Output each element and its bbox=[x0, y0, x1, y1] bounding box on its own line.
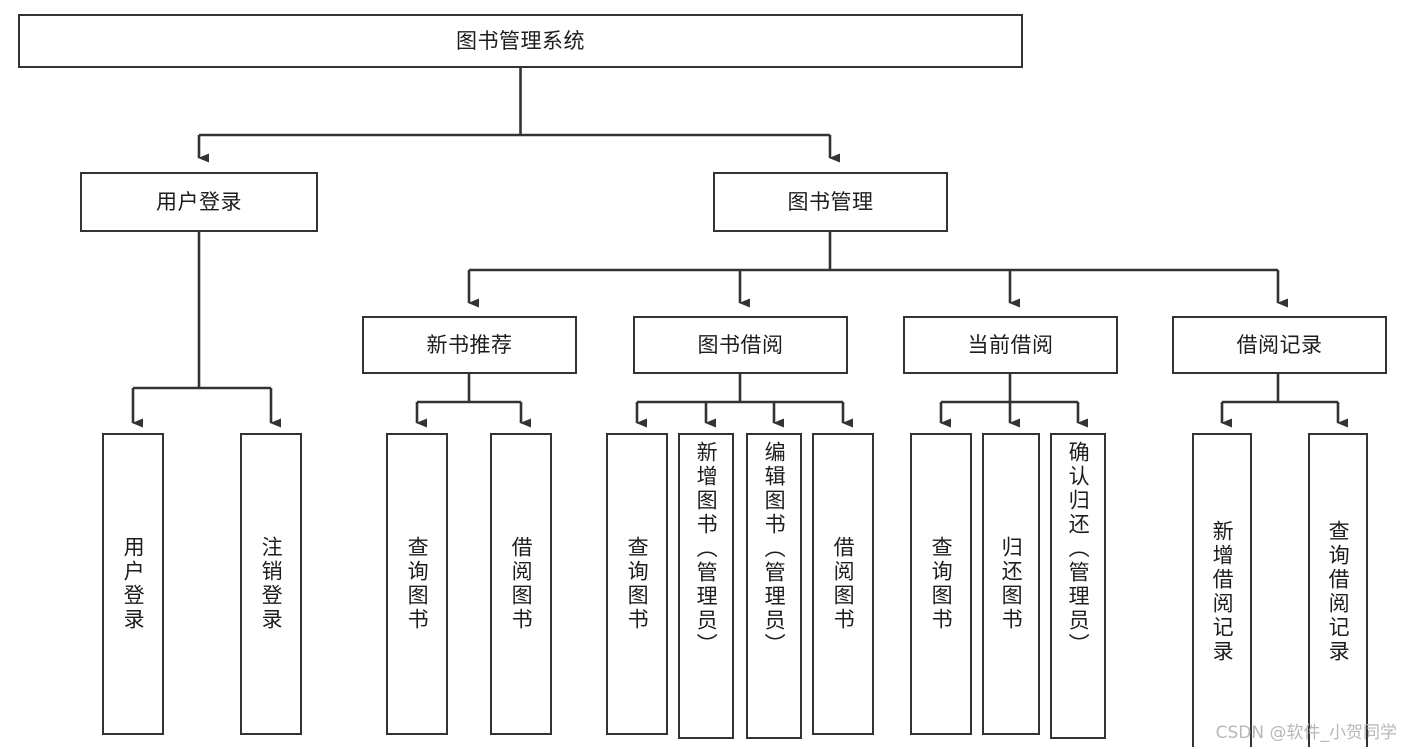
csdn-watermark: CSDN @软件_小贺同学 bbox=[1215, 723, 1397, 743]
node-root-label: 图书管理系统 bbox=[456, 28, 585, 53]
node-root[interactable]: 图书管理系统 bbox=[18, 14, 1023, 68]
leaf-recommend-query-book[interactable]: 查询图书 bbox=[386, 433, 448, 735]
leaf-recommend-query-book-label: 查询图书 bbox=[405, 536, 430, 632]
node-borrow-record[interactable]: 借阅记录 bbox=[1172, 316, 1387, 374]
leaf-current-confirm-return-label: 确认归还（管理员） bbox=[1066, 441, 1091, 657]
leaf-borrow-borrow-book-label: 借阅图书 bbox=[831, 536, 856, 632]
leaf-current-query-book-label: 查询图书 bbox=[929, 536, 954, 632]
node-book-borrow[interactable]: 图书借阅 bbox=[633, 316, 848, 374]
leaf-user-login-logout-label: 注销登录 bbox=[259, 536, 284, 632]
node-book-management[interactable]: 图书管理 bbox=[713, 172, 948, 232]
leaf-borrow-add-book-label: 新增图书（管理员） bbox=[694, 441, 719, 657]
leaf-borrow-add-book[interactable]: 新增图书（管理员） bbox=[678, 433, 734, 739]
leaf-record-add-record[interactable]: 新增借阅记录 bbox=[1192, 433, 1252, 747]
leaf-borrow-query-book[interactable]: 查询图书 bbox=[606, 433, 668, 735]
node-user-login[interactable]: 用户登录 bbox=[80, 172, 318, 232]
leaf-current-confirm-return[interactable]: 确认归还（管理员） bbox=[1050, 433, 1106, 739]
node-current-borrow-label: 当前借阅 bbox=[967, 332, 1054, 357]
leaf-record-query-record[interactable]: 查询借阅记录 bbox=[1308, 433, 1368, 747]
leaf-borrow-query-book-label: 查询图书 bbox=[625, 536, 650, 632]
leaf-record-query-record-label: 查询借阅记录 bbox=[1326, 520, 1351, 664]
leaf-borrow-edit-book-label: 编辑图书（管理员） bbox=[762, 441, 787, 657]
leaf-recommend-borrow-book[interactable]: 借阅图书 bbox=[490, 433, 552, 735]
node-book-borrow-label: 图书借阅 bbox=[697, 332, 784, 357]
leaf-current-return-book-label: 归还图书 bbox=[999, 536, 1024, 632]
leaf-current-query-book[interactable]: 查询图书 bbox=[910, 433, 972, 735]
leaf-user-login-login[interactable]: 用户登录 bbox=[102, 433, 164, 735]
leaf-record-add-record-label: 新增借阅记录 bbox=[1210, 520, 1235, 664]
leaf-recommend-borrow-book-label: 借阅图书 bbox=[509, 536, 534, 632]
node-book-management-label: 图书管理 bbox=[787, 189, 874, 214]
node-current-borrow[interactable]: 当前借阅 bbox=[903, 316, 1118, 374]
leaf-current-return-book[interactable]: 归还图书 bbox=[982, 433, 1040, 735]
node-new-book-recommend-label: 新书推荐 bbox=[426, 332, 513, 357]
node-new-book-recommend[interactable]: 新书推荐 bbox=[362, 316, 577, 374]
node-borrow-record-label: 借阅记录 bbox=[1236, 332, 1323, 357]
leaf-borrow-borrow-book[interactable]: 借阅图书 bbox=[812, 433, 874, 735]
leaf-borrow-edit-book[interactable]: 编辑图书（管理员） bbox=[746, 433, 802, 739]
leaf-user-login-logout[interactable]: 注销登录 bbox=[240, 433, 302, 735]
node-user-login-label: 用户登录 bbox=[156, 189, 242, 214]
leaf-user-login-login-label: 用户登录 bbox=[121, 536, 146, 632]
